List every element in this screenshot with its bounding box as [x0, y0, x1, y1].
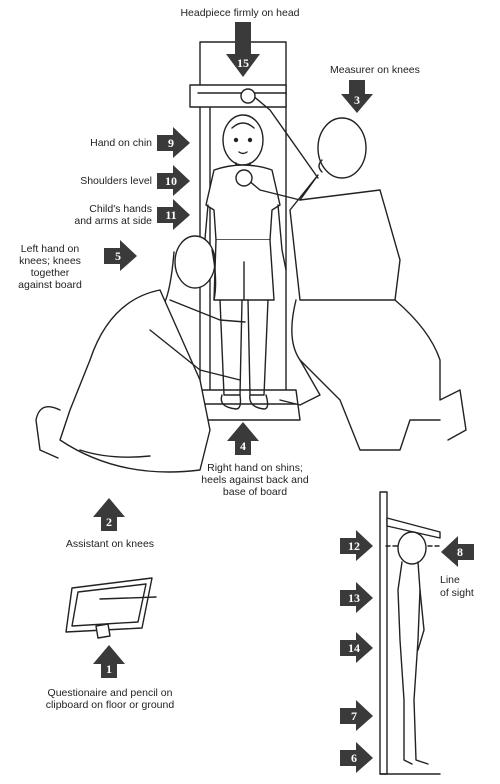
label-questionnaire-line2: clipboard on floor or ground — [45, 699, 175, 711]
arrow-2-icon: 2 — [93, 498, 125, 531]
arrow-4-icon: 4 — [227, 422, 259, 455]
label-right-hand-line1: Right hand on shins; — [207, 462, 303, 474]
arrow-6-icon: 6 — [340, 742, 373, 773]
label-hands-arms-line2: and arms at side — [74, 215, 152, 227]
arrow-14-icon: 14 — [340, 632, 373, 663]
label-left-hand-line4: against board — [18, 279, 82, 291]
arrow-3-icon: 3 — [341, 80, 373, 113]
arrow-12-number: 12 — [348, 539, 360, 553]
label-headpiece: Headpiece firmly on head — [180, 7, 300, 19]
child-figure — [203, 114, 287, 410]
label-line-of-sight-line2: of sight — [440, 587, 474, 599]
arrow-4-number: 4 — [240, 439, 246, 453]
arrow-6-number: 6 — [351, 751, 357, 765]
arrow-8-number: 8 — [457, 545, 463, 559]
label-assistant-on-knees: Assistant on knees — [65, 538, 155, 550]
label-left-hand-line1: Left hand on — [20, 243, 80, 255]
arrow-2-number: 2 — [106, 515, 112, 529]
arrow-7-icon: 7 — [340, 700, 373, 731]
arrow-5-number: 5 — [115, 249, 121, 263]
label-hands-arms-line1: Child's hands — [89, 203, 152, 215]
arrow-13-icon: 13 — [340, 582, 373, 613]
label-measurer-on-knees: Measurer on knees — [330, 64, 420, 76]
label-right-hand-line2: heels against back and — [201, 474, 309, 486]
label-left-hand-line3: together — [30, 267, 70, 279]
arrow-10-number: 10 — [165, 174, 177, 188]
label-right-hand-line3: base of board — [222, 486, 288, 498]
arrow-9-icon: 9 — [157, 127, 190, 158]
arrow-15-number: 15 — [237, 56, 249, 70]
measurer-figure — [235, 88, 467, 451]
arrow-5-icon: 5 — [104, 240, 137, 271]
arrow-3-number: 3 — [354, 93, 360, 107]
arrow-12-icon: 12 — [340, 530, 373, 561]
label-line-of-sight-line1: Line — [440, 574, 460, 586]
label-hand-on-chin: Hand on chin — [90, 137, 152, 149]
arrow-1-number: 1 — [106, 662, 112, 676]
arrow-13-number: 13 — [348, 591, 360, 605]
arrow-10-icon: 10 — [157, 165, 190, 196]
assistant-figure — [35, 235, 246, 473]
arrow-14-number: 14 — [348, 641, 360, 655]
side-view-child — [397, 531, 429, 765]
arrow-9-number: 9 — [168, 136, 174, 150]
arrow-1-icon: 1 — [93, 645, 125, 678]
label-shoulders-level: Shoulders level — [80, 175, 152, 187]
clipboard-drawing — [65, 577, 157, 639]
arrow-7-number: 7 — [351, 709, 357, 723]
side-view-board — [379, 491, 441, 775]
arrow-11-icon: 11 — [157, 199, 190, 230]
arrow-15-icon: 15 — [226, 22, 260, 77]
label-left-hand-line2: knees; knees — [19, 255, 81, 267]
arrow-8-icon: 8 — [441, 536, 474, 567]
label-questionnaire-line1: Questionaire and pencil on — [47, 687, 173, 699]
arrow-11-number: 11 — [165, 208, 176, 222]
